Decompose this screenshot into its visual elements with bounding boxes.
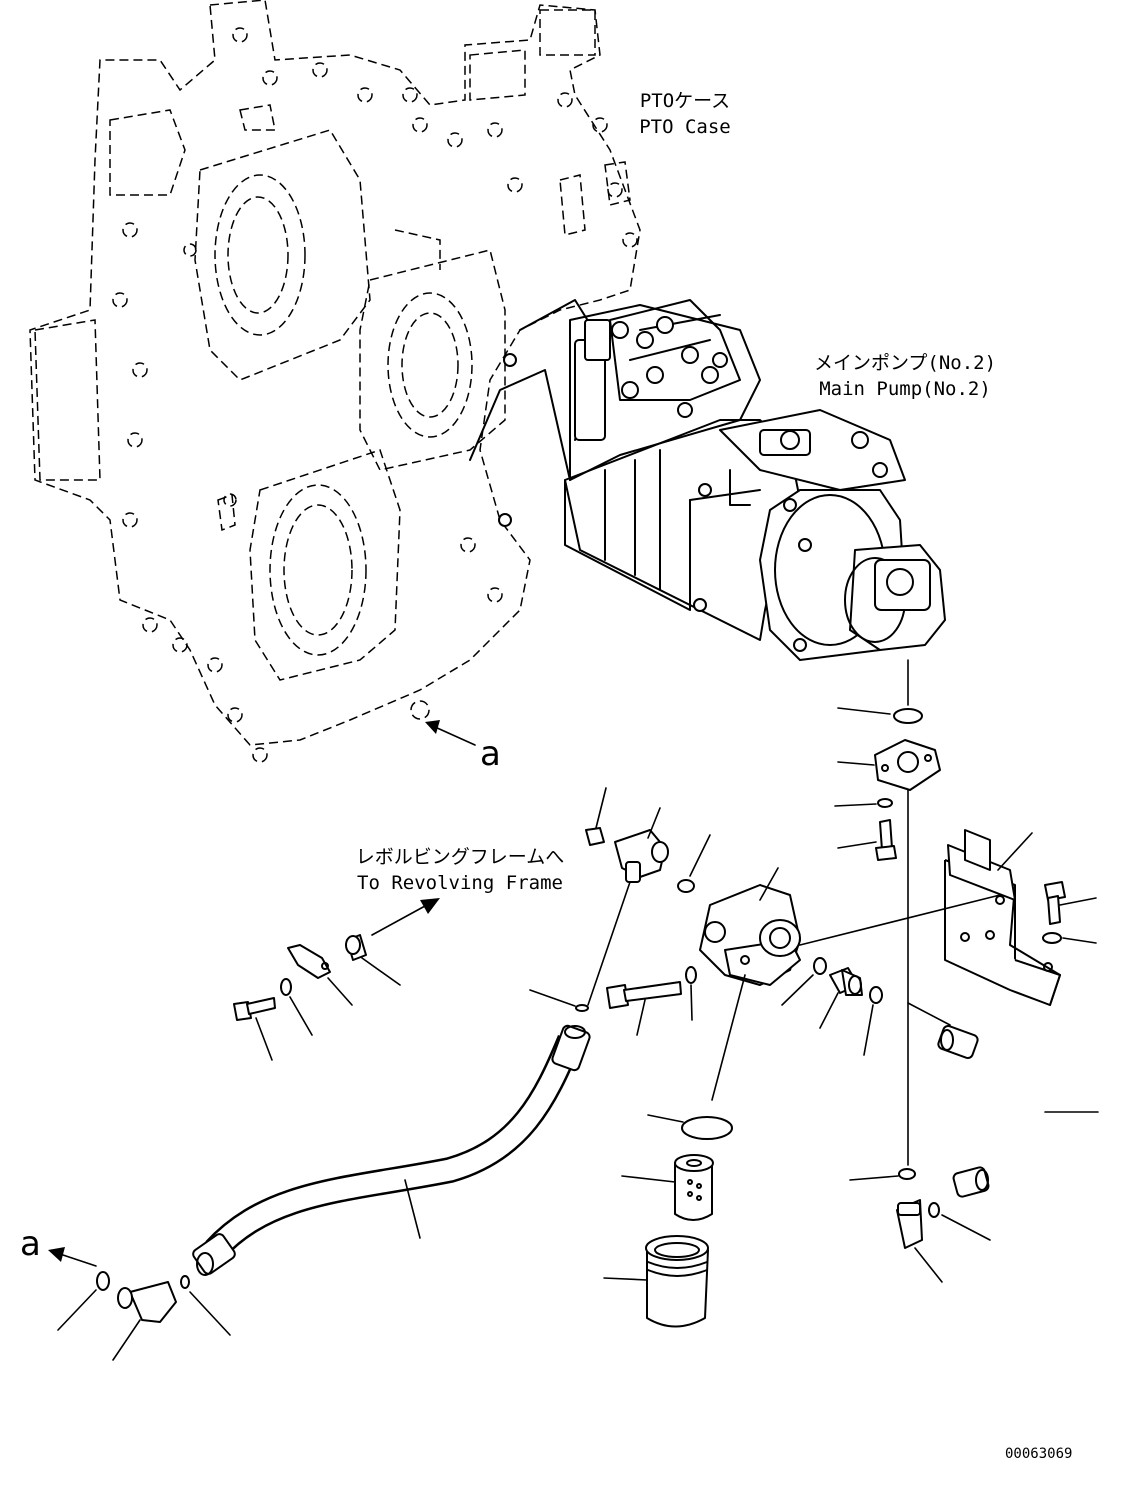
filter-head <box>699 867 1001 1101</box>
o-ring-connector <box>869 986 883 1004</box>
washer-flange <box>877 798 893 808</box>
washer-bracket <box>1042 932 1062 944</box>
o-ring-head-inlet <box>677 879 695 893</box>
head-mount-bolt <box>606 981 682 1036</box>
pto-case-label-en: PTO Case <box>639 116 731 138</box>
o-ring-small <box>575 1004 589 1012</box>
plug <box>585 787 607 846</box>
reference-a-top: a <box>480 734 501 774</box>
elbow-left <box>112 1281 177 1361</box>
arrow-ref-a-bottom <box>48 1247 97 1267</box>
hose-left <box>192 1024 591 1276</box>
hose-clamp <box>287 944 353 1006</box>
split-flange <box>837 739 941 791</box>
revolving-frame-label-en: To Revolving Frame <box>357 872 563 894</box>
bracket-bolt <box>1044 881 1097 925</box>
filter-bracket <box>944 829 1061 1006</box>
main-pump-label-en: Main Pump(No.2) <box>819 378 991 400</box>
o-ring-case-port <box>96 1271 110 1291</box>
filter-element <box>621 1154 714 1221</box>
spacer <box>345 934 401 986</box>
o-ring-head-outlet <box>813 957 827 975</box>
clamp-bolt <box>233 997 276 1061</box>
o-ring-elbow-left <box>180 1275 190 1289</box>
revolving-frame-label-jp: レボルビングフレームへ <box>355 846 565 868</box>
arrow-ref-a-top <box>425 720 476 746</box>
main-pump-label-jp: メインポンプ(No.2) <box>813 352 997 374</box>
straight-connector <box>819 967 863 1029</box>
elbow-right <box>896 1199 943 1283</box>
flange-bolt <box>837 819 897 861</box>
pto-case-label-jp: PTOケース <box>639 90 731 112</box>
washer-head-bolt <box>685 966 697 984</box>
tee-fitting <box>587 807 669 1006</box>
filter-case-o-ring <box>681 1116 733 1140</box>
pto-case <box>29 0 641 763</box>
o-ring-elbow-right <box>898 1168 916 1180</box>
clamp-washer <box>280 978 292 996</box>
main-pump-no2 <box>469 299 946 661</box>
arrow-to-revolving-frame <box>371 898 440 936</box>
hose-right <box>937 1024 1099 1198</box>
drawing-number: 00063069 <box>1005 1446 1073 1462</box>
o-ring-elbow-right-2 <box>928 1202 940 1218</box>
reference-a-bottom: a <box>20 1224 41 1264</box>
o-ring-pump-flange <box>893 708 923 724</box>
filter-case <box>603 1235 709 1328</box>
